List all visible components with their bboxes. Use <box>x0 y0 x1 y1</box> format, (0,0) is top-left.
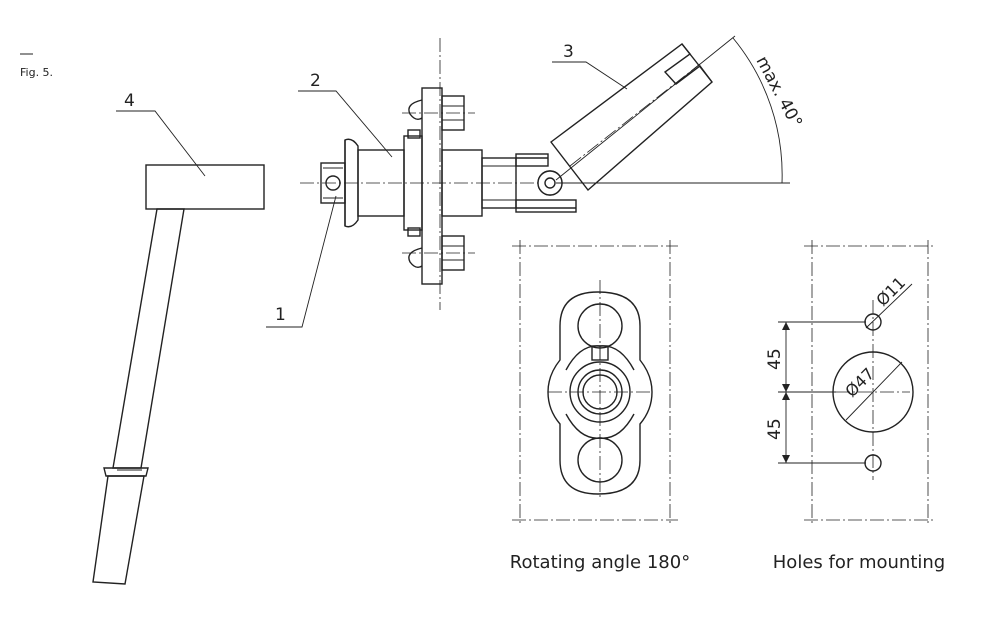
mounting-plate <box>421 87 443 285</box>
mounting-holes-view: 45 45 Ø11 Ø47 Holes for mounting <box>765 240 945 573</box>
handle-collar <box>103 467 149 477</box>
rotating-angle-view: Rotating angle 180° <box>510 240 690 573</box>
handle-grip <box>92 475 145 585</box>
callout-1: 1 <box>275 305 286 325</box>
extension-part-3: max. 40° 3 <box>537 35 806 196</box>
figure-label-text: Fig. 5. <box>20 66 53 79</box>
figure-label: Fig. 5. <box>20 53 53 79</box>
extension-body <box>550 43 713 192</box>
handle-part-4: 4 <box>92 91 265 585</box>
leader-1 <box>266 195 337 328</box>
coupling <box>481 157 517 209</box>
handle-shaft <box>112 208 185 469</box>
handle-head <box>145 164 265 210</box>
leader-4 <box>116 110 206 177</box>
angle-label: max. 40° <box>752 53 806 131</box>
rotating-mechanism-outline <box>547 291 653 495</box>
callout-3: 3 <box>563 42 574 62</box>
dimension-45-upper: 45 <box>765 348 785 370</box>
leader-2 <box>298 90 393 158</box>
dimension-45-lower: 45 <box>765 418 785 440</box>
callout-2: 2 <box>310 71 321 91</box>
callout-4: 4 <box>124 91 135 111</box>
caption-rotating: Rotating angle 180° <box>510 552 690 573</box>
leader-3 <box>552 61 628 90</box>
angle-arc <box>732 37 783 184</box>
caption-mounting: Holes for mounting <box>773 552 945 573</box>
dimension-d11: Ø11 <box>872 273 909 310</box>
